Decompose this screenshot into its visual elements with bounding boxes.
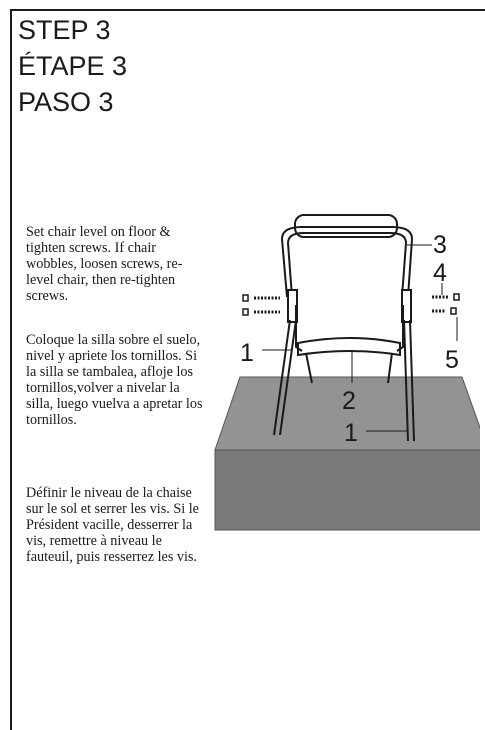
seat — [297, 337, 401, 357]
callout-washer: 5 — [445, 346, 459, 374]
screw-left-lower — [242, 308, 280, 316]
instruction-french: Définir le niveau de la chaise sur le so… — [26, 485, 199, 565]
screw-right-upper — [432, 293, 460, 301]
step-heading-es: PASO 3 — [18, 87, 114, 117]
callout-seat: 2 — [342, 387, 356, 415]
chair-drawing — [242, 214, 460, 442]
callout-backrest: 3 — [433, 231, 447, 259]
callout-screw: 4 — [433, 259, 447, 287]
callout-leg: 1 — [344, 419, 358, 447]
callout-armrest: 1 — [240, 339, 254, 367]
front-leg-right — [403, 319, 409, 442]
instruction-spanish: Coloque la silla sobre el suelo, nivel y… — [26, 332, 203, 428]
chair-assembly-illustration: 3 4 5 1 2 1 — [214, 214, 480, 531]
front-leg-left — [273, 319, 291, 436]
page-frame — [10, 9, 485, 730]
instruction-english: Set chair level on floor & tighten screw… — [26, 224, 183, 304]
step-heading-fr: ÉTAPE 3 — [18, 51, 128, 81]
step-heading-en: STEP 3 — [18, 15, 111, 45]
screw-left-upper — [242, 294, 280, 302]
step-headings: STEP 3 ÉTAPE 3 PASO 3 — [18, 12, 127, 120]
screw-right-lower — [432, 307, 457, 315]
